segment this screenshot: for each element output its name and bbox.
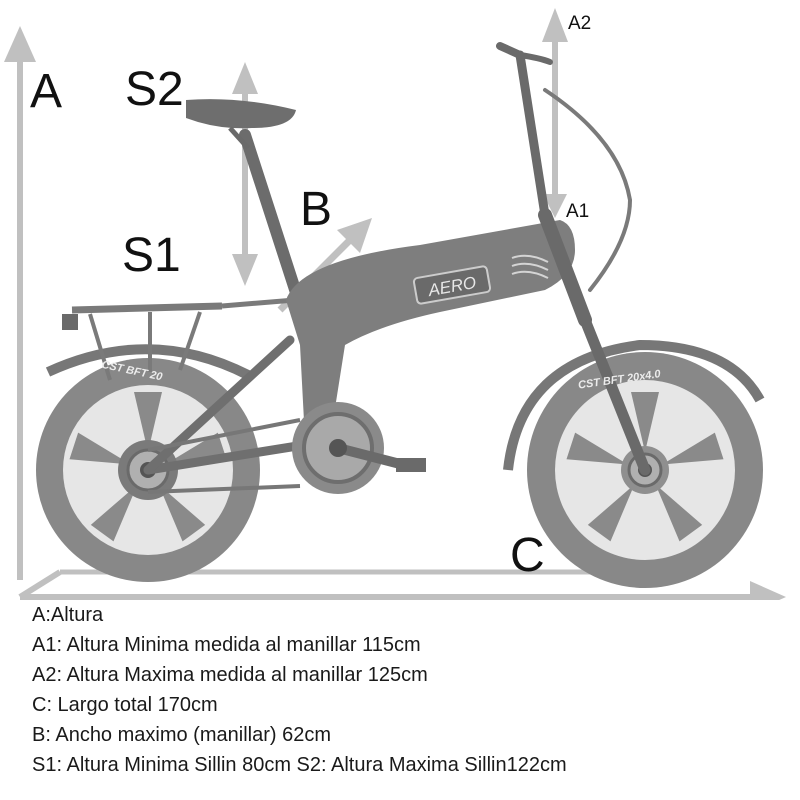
legend-line-s: S1: Altura Minima Sillin 80cm S2: Altura… xyxy=(32,754,567,776)
arrow-a-head-up xyxy=(542,8,568,42)
legend-line-a: A:Altura xyxy=(32,604,104,626)
arrow-b-head xyxy=(337,218,372,253)
crankset xyxy=(292,402,426,494)
label-s2: S2 xyxy=(125,63,184,116)
arrow-s-head-down xyxy=(232,254,258,286)
label-a2: A2 xyxy=(568,13,592,34)
legend-line-c: C: Largo total 170cm xyxy=(32,694,218,716)
frame-decal xyxy=(511,254,549,279)
dimension-legend: A:Altura A1: Altura Minima medida al man… xyxy=(32,600,792,780)
label-a1: A1 xyxy=(566,201,590,222)
bike-dimension-diagram: AERO CST BFT 20 CST BFT 20x4.0 xyxy=(4,8,786,600)
axis-c-diagonal xyxy=(18,569,62,600)
legend-line-a1: A1: Altura Minima medida al manillar 115… xyxy=(32,634,421,656)
frame-logo-plate xyxy=(412,265,492,305)
label-b: B xyxy=(300,183,333,236)
front-fender xyxy=(503,339,765,471)
legend-line-a2: A2: Altura Maxima medida al manillar 125… xyxy=(32,664,428,686)
axis-c-arrowhead xyxy=(750,581,786,600)
seat-post xyxy=(239,129,306,311)
fork-and-stem xyxy=(496,42,651,476)
axis-a-arrowhead xyxy=(4,26,36,62)
main-frame xyxy=(286,220,575,440)
folding-e-bike: AERO CST BFT 20 CST BFT 20x4.0 xyxy=(36,42,765,588)
label-a: A xyxy=(30,65,63,118)
arrow-a-head-down xyxy=(543,194,567,218)
label-s1: S1 xyxy=(122,229,181,282)
arrow-s-head-up xyxy=(232,62,258,94)
chain xyxy=(147,418,301,494)
saddle xyxy=(186,99,296,150)
legend-line-b: B: Ancho maximo (manillar) 62cm xyxy=(32,724,331,746)
rear-rack xyxy=(62,297,296,381)
label-c: C xyxy=(510,529,545,582)
